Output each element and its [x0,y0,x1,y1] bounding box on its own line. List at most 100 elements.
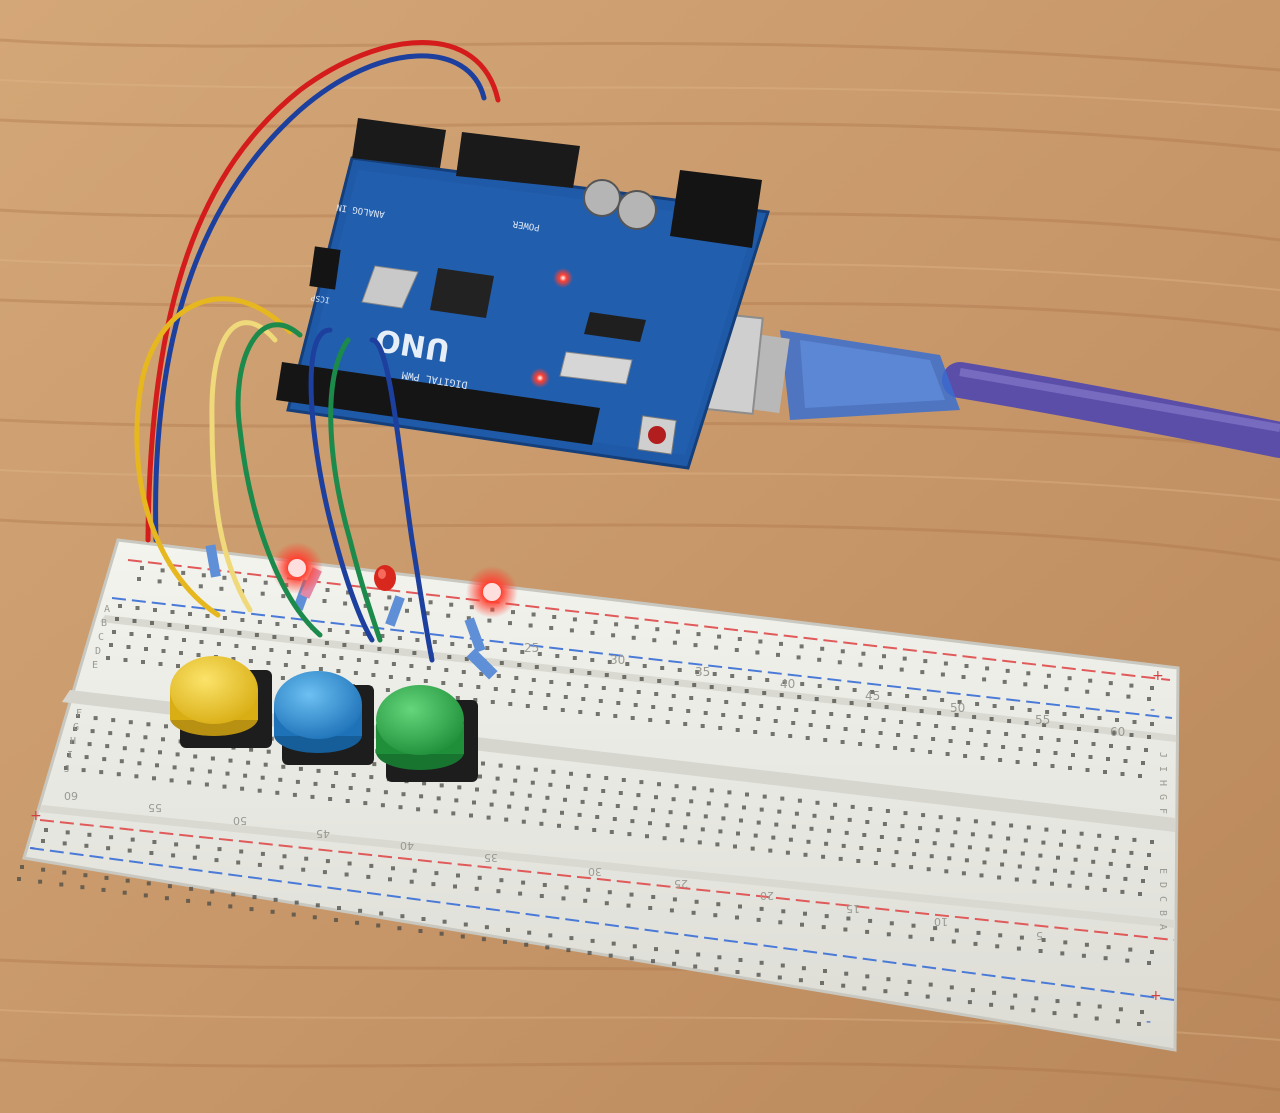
breadboard-hole [327,628,332,632]
breadboard-hole [104,875,109,880]
breadboard-hole [621,778,626,782]
breadboard-hole [196,653,201,657]
breadboard-hole [111,718,116,723]
row-label: D [95,646,101,657]
wire-green [235,322,323,638]
breadboard-hole [347,861,352,866]
breadboard-hole [251,646,256,650]
breadboard-hole [135,606,140,610]
breadboard-hole [549,680,554,684]
breadboard-hole [20,865,24,869]
row-label: C [1157,896,1168,902]
breadboard-hole [246,760,251,765]
breadboard-hole [821,925,826,930]
breadboard-hole [409,879,414,884]
breadboard-hole [651,705,656,709]
breadboard-hole [794,708,799,712]
breadboard-hole [587,950,592,955]
breadboard-hole [1144,748,1148,752]
breadboard-hole [301,867,306,872]
breadboard-hole [539,894,544,898]
breadboard-hole [595,712,600,716]
breadboard-hole [537,652,542,656]
breadboard-hole [865,820,870,824]
breadboard-hole [477,875,482,880]
breadboard-hole [865,929,870,934]
breadboard-hole [862,833,867,837]
breadboard-hole [660,666,665,670]
breadboard-hole [963,754,968,758]
rail-plus: + [1152,668,1164,684]
breadboard-hole [449,602,454,607]
breadboard-hole [118,604,122,608]
breadboard-hole [692,683,697,687]
breadboard-hole [195,844,200,849]
breadboard-hole [467,644,472,648]
breadboard-hole [902,656,907,661]
breadboard-hole [1002,679,1007,684]
breadboard-hole [240,618,245,622]
breadboard-hole [883,989,888,994]
breadboard-hole [155,763,159,768]
breadboard-hole [654,692,659,696]
breadboard-hole [257,788,262,793]
breadboard-hole [1141,879,1145,883]
breadboard-hole [137,761,142,766]
breadboard-hole [102,757,107,762]
breadboard-hole [626,903,631,908]
breadboard-hole [1115,718,1119,722]
row-label: E [92,660,98,671]
button-yellow[interactable] [170,656,272,748]
breadboard-hole [1118,1007,1123,1012]
breadboard-hole [714,645,719,650]
breadboard-hole [249,747,254,752]
breadboard-hole [823,969,827,973]
wire-red [145,40,501,543]
breadboard-hole [260,851,265,856]
breadboard-hole [1041,840,1046,845]
breadboard-hole [607,890,612,895]
breadboard-hole [231,657,236,661]
breadboard-hole [83,873,88,878]
breadboard-hole [380,803,385,808]
breadboard-hole [1094,846,1099,851]
breadboard-hole [510,791,515,796]
breadboard-hole [524,806,529,811]
breadboard-hole [219,629,224,633]
row-label: E [1157,868,1168,874]
breadboard-hole [552,615,557,619]
breadboard-hole [882,822,887,826]
breadboard-hole [157,579,162,584]
breadboard-hole [322,599,327,603]
breadboard-hole [524,942,529,947]
breadboard-hole [891,863,896,868]
breadboard-hole [672,640,677,645]
breadboard-hole [325,859,330,864]
breadboard-hole [967,845,972,850]
usb-chip [584,312,646,342]
breadboard-hole [648,906,653,910]
breadboard-hole [152,776,156,781]
breadboard-hole [351,773,356,777]
wire-green-2 [328,337,383,643]
breadboard-hole [401,792,406,797]
breadboard-hole [122,746,127,751]
breadboard-hole [1015,760,1020,764]
row-label: F [1157,808,1168,814]
breadboard-hole [240,786,245,791]
breadboard-hole [318,667,323,671]
breadboard-hole [172,765,177,770]
icsp-header [309,246,341,290]
breadboard-hole [436,796,441,801]
breadboard-hole [662,836,667,841]
breadboard-hole [355,920,360,925]
breadboard-hole [369,775,374,780]
icsp-label: ICSP [310,293,331,305]
breadboard-hole [586,887,591,892]
button-blue[interactable] [274,671,374,765]
resistor [385,595,405,627]
breadboard-hole [569,771,573,776]
breadboard-hole [190,767,195,772]
reset-button-cap[interactable] [648,426,666,444]
button-green[interactable] [376,685,478,782]
